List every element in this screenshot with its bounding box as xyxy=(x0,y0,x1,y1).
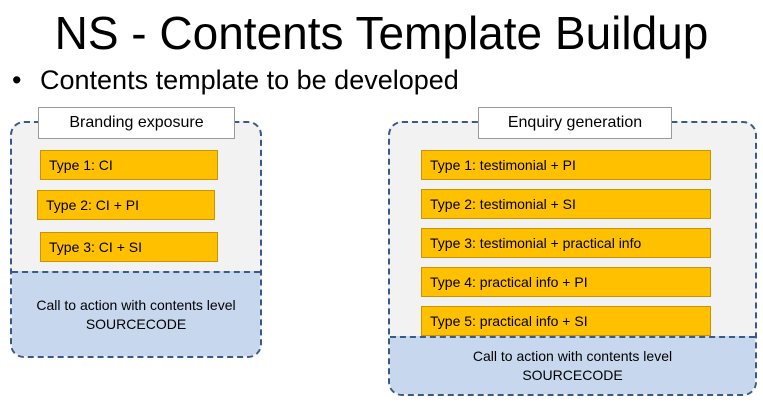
enquiry-label: Enquiry generation xyxy=(478,107,672,139)
enquiry-type-3: Type 3: testimonial + practical info xyxy=(421,228,711,258)
enquiry-type-5: Type 5: practical info + SI xyxy=(421,306,711,336)
enquiry-footer: Call to action with contents level SOURC… xyxy=(390,336,755,394)
branding-type-1: Type 1: CI xyxy=(40,150,218,180)
branding-label: Branding exposure xyxy=(38,107,235,139)
enquiry-type-2: Type 2: testimonial + SI xyxy=(421,189,711,219)
enquiry-type-4: Type 4: practical info + PI xyxy=(421,267,711,297)
slide-title: NS - Contents Template Buildup xyxy=(54,7,709,59)
enquiry-type-1: Type 1: testimonial + PI xyxy=(421,150,711,180)
enquiry-footer-text: Call to action with contents level SOURC… xyxy=(472,348,673,383)
bullet-text: Contents template to be developed xyxy=(40,65,459,95)
bullet-dot-icon: • xyxy=(12,65,22,95)
bullet-item: • Contents template to be developed xyxy=(12,64,459,96)
branding-panel: Type 1: CI Type 2: CI + PI Type 3: CI + … xyxy=(10,121,262,358)
branding-footer-text: Call to action with contents level SOURC… xyxy=(36,296,236,332)
branding-footer: Call to action with contents level SOURC… xyxy=(12,271,260,356)
enquiry-panel: Type 1: testimonial + PI Type 2: testimo… xyxy=(388,121,757,396)
branding-type-3: Type 3: CI + SI xyxy=(40,232,218,262)
branding-type-2: Type 2: CI + PI xyxy=(37,190,215,220)
